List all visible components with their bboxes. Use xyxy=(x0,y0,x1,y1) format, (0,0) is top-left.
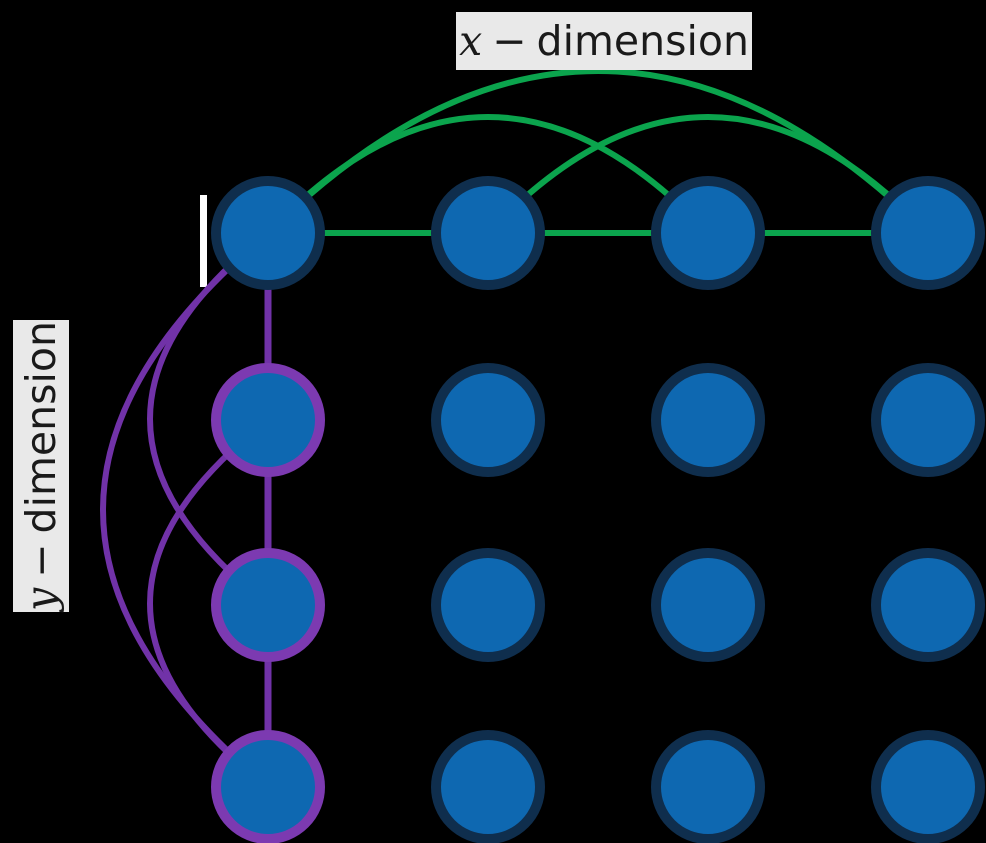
y-variable: y xyxy=(16,587,65,611)
x-edge-arc xyxy=(265,68,931,236)
minus-sign: − xyxy=(16,543,65,578)
grid-node xyxy=(431,363,545,477)
grid-node xyxy=(431,730,545,843)
grid-node xyxy=(871,363,985,477)
grid-node xyxy=(211,730,325,843)
x-dimension-word: dimension xyxy=(536,16,749,65)
grid-node xyxy=(651,363,765,477)
minus-sign: − xyxy=(492,16,527,65)
grid-node xyxy=(871,730,985,843)
grid-node xyxy=(651,730,765,843)
y-dimension-label: y − dimension xyxy=(13,320,69,612)
grid-node xyxy=(431,548,545,662)
x-variable: x xyxy=(459,16,483,65)
grid-node xyxy=(651,176,765,290)
grid-node xyxy=(211,548,325,662)
grid-node xyxy=(431,176,545,290)
y-dimension-word: dimension xyxy=(16,321,65,534)
grid-node xyxy=(871,548,985,662)
grid-node xyxy=(871,176,985,290)
grid-node xyxy=(211,176,325,290)
x-dimension-label: x − dimension xyxy=(456,12,752,70)
y-edge-arc xyxy=(100,230,271,790)
grid-node xyxy=(651,548,765,662)
grid-node xyxy=(211,363,325,477)
cursor-tick xyxy=(200,195,207,287)
